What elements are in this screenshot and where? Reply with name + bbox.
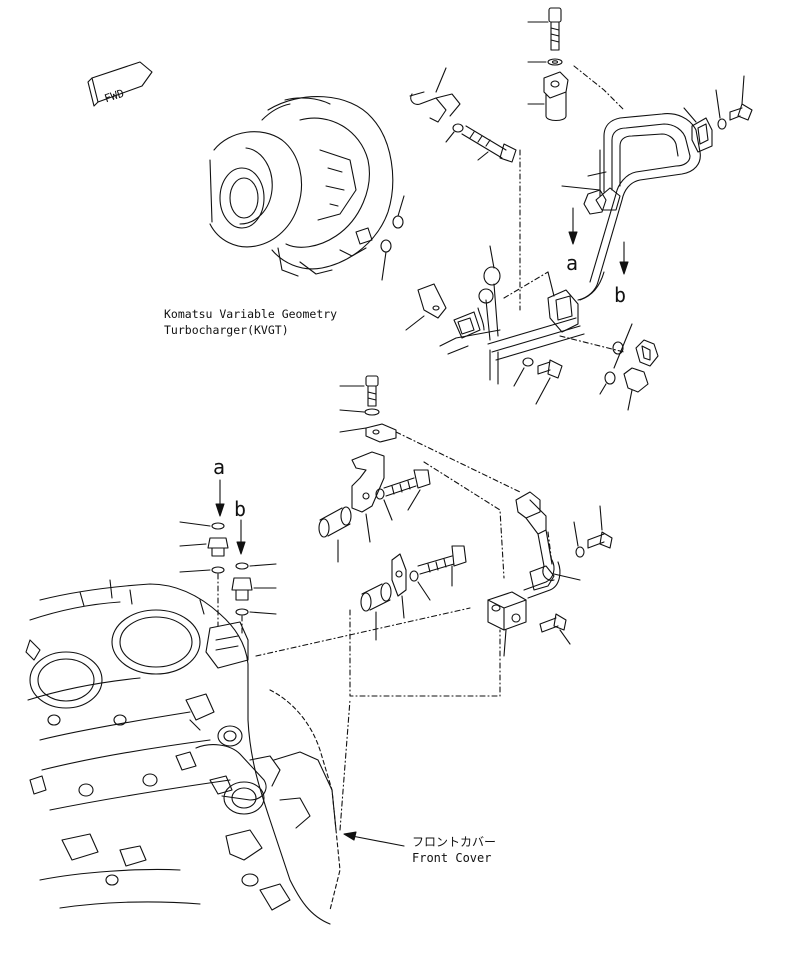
clamp-right-top [684, 108, 712, 152]
banjo-center [479, 246, 500, 340]
bolt-long-left [462, 126, 516, 162]
o-ring-b-lower-2 [236, 609, 276, 615]
arrow-a-top [569, 208, 577, 244]
sensor-connector [516, 492, 554, 580]
front-cover-leader [344, 832, 404, 846]
arrow-b-bottom [237, 520, 245, 554]
arrow-b-top [620, 242, 628, 274]
bolt-center-right [536, 360, 562, 404]
washer-top [528, 59, 562, 65]
connector-b-lower [232, 578, 276, 600]
banjo-fitting-top [528, 72, 568, 121]
tube-lower-run [478, 272, 604, 384]
plug-right-1 [636, 340, 658, 366]
fitting-nut-a [584, 190, 606, 214]
connector-a-lower [180, 538, 228, 556]
washer-sensor [574, 522, 584, 557]
turbocharger [210, 97, 393, 276]
leader-lines [256, 66, 624, 830]
bolt-mid [340, 376, 378, 406]
washer-small-left [446, 124, 463, 142]
fwd-arrow-icon [88, 62, 152, 106]
bolt-block [540, 614, 570, 644]
plug-right-2 [624, 368, 648, 410]
washer-lower [410, 571, 430, 600]
block-fitting [488, 592, 526, 656]
clip-bracket-lower [392, 554, 406, 618]
marker-a-top: a [566, 251, 578, 275]
bolt-sensor [588, 506, 612, 548]
marker-b-top: b [614, 283, 626, 307]
front-cover-outline [270, 690, 340, 910]
spacer-collar-lower [361, 583, 391, 640]
marker-b-bottom: b [234, 497, 246, 521]
fwd-label: FWD [103, 87, 126, 106]
sensor-elbow [410, 68, 460, 122]
washer-mid [340, 409, 379, 415]
front-cover-label-jp: フロントカバー [412, 835, 496, 849]
clamp-block-center [548, 272, 578, 332]
o-ring-upper [393, 196, 404, 228]
o-ring-right-1 [613, 324, 632, 368]
front-cover-label-en: Front Cover [412, 851, 491, 865]
kvgt-label-line1: Komatsu Variable Geometry [164, 307, 337, 321]
bolt-mid-right [384, 470, 430, 510]
clip-bracket-mid [340, 424, 396, 442]
bolt-lower [418, 546, 466, 586]
tube-assembly-lower [524, 560, 580, 598]
spacer-collar-left [319, 507, 351, 562]
bracket-plate [406, 284, 446, 330]
marker-a-bottom: a [213, 455, 225, 479]
kvgt-label-line2: Turbocharger(KVGT) [164, 323, 289, 337]
arrow-a-bottom [216, 480, 224, 516]
bracket-center-left [440, 312, 500, 354]
tube-assembly-upper [562, 114, 700, 300]
l-bracket-mid [352, 452, 384, 542]
o-ring-a-lower [180, 522, 224, 529]
engine-block [26, 580, 336, 924]
o-ring-b-lower [236, 563, 276, 569]
o-ring-lower [381, 240, 391, 280]
bolt-top [528, 8, 561, 50]
washer-right-top [716, 90, 726, 129]
washer-mid-right [376, 489, 392, 520]
washer-center-right [514, 358, 533, 386]
leader-connector-drop [218, 574, 242, 636]
o-ring-a-lower-2 [180, 567, 224, 573]
bolt-right-top [730, 76, 752, 120]
o-ring-right-2 [600, 372, 615, 394]
